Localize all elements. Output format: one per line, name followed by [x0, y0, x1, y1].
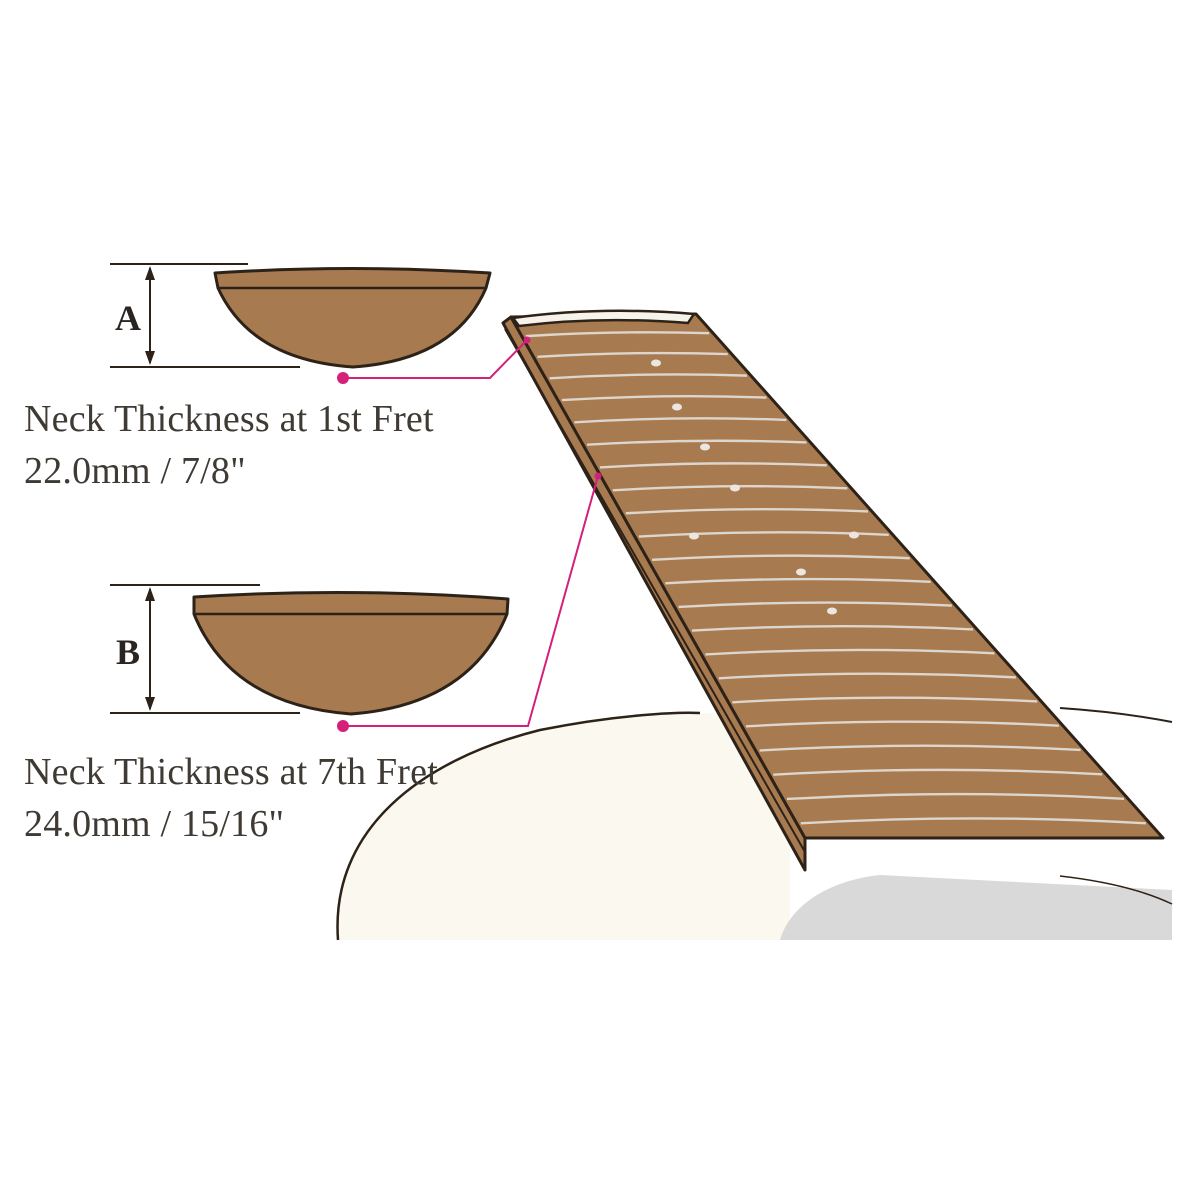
guitar-body-far-edge: [1059, 707, 1173, 723]
fret-wire: [786, 792, 1125, 801]
caption-1st-fret-title: Neck Thickness at 1st Fret: [24, 398, 434, 440]
marker-dot: [651, 359, 661, 367]
callout-7th-fret-line: [343, 475, 599, 727]
guitar-body: [337, 713, 790, 940]
callout-1st-fret: [337, 336, 531, 384]
dimension-b: B: [110, 584, 300, 714]
marker-dot: [796, 568, 806, 576]
callout-7th-fret: [337, 472, 602, 732]
callout-1st-fret-target: [523, 336, 531, 344]
dim-a-label: A: [115, 298, 141, 338]
fret-wire: [574, 417, 787, 424]
dim-b-arrow-up: [145, 587, 155, 601]
fret-wire: [718, 672, 1016, 680]
marker-dot: [672, 403, 682, 411]
marker-dot: [849, 531, 859, 539]
fret-wire: [625, 507, 869, 515]
cross-section-a: [213, 267, 492, 369]
caption-7th-fret-value: 24.0mm / 15/16": [24, 803, 285, 845]
guitar-body-shadow: [780, 875, 1172, 940]
dimension-a: A: [110, 263, 300, 368]
guitar-body-edge: [336, 711, 701, 941]
section-a-shape: [213, 267, 492, 369]
fret-wire: [759, 744, 1081, 752]
fret-wire: [705, 648, 995, 656]
frets: [525, 331, 1146, 825]
marker-dot: [700, 443, 710, 451]
fret-wire: [587, 439, 807, 446]
fret-wire: [665, 577, 931, 585]
fret-wire: [800, 817, 1146, 825]
fret-wire: [732, 696, 1038, 704]
fret-wire: [678, 601, 952, 609]
fret-wire: [612, 485, 848, 492]
dim-a-arrow-down: [145, 351, 155, 365]
fret-wire: [549, 373, 747, 380]
guitar-body-shadow-rim: [1059, 875, 1173, 905]
dim-b-arrow-down: [145, 697, 155, 711]
dim-a-arrow-up: [145, 266, 155, 280]
neck-side-seam: [504, 328, 806, 853]
callout-7th-fret-dot: [337, 720, 349, 732]
marker-dot: [730, 484, 740, 492]
fret-wire: [691, 624, 974, 632]
position-markers: [651, 359, 859, 615]
fret-wire: [773, 768, 1103, 776]
fret-wire: [745, 720, 1059, 728]
fret-wire: [561, 395, 767, 402]
section-b-shape: [192, 590, 510, 716]
marker-dot: [827, 607, 837, 615]
callout-1st-fret-line: [343, 339, 528, 379]
caption-1st-fret-value: 22.0mm / 7/8": [24, 450, 246, 492]
caption-7th-fret-title: Neck Thickness at 7th Fret: [24, 751, 438, 793]
nut: [510, 309, 697, 328]
dim-b-label: B: [116, 632, 140, 672]
fret-wire: [599, 462, 827, 469]
fret-wire: [525, 331, 710, 338]
cross-section-b: [192, 590, 510, 716]
marker-dot: [689, 532, 699, 540]
callout-7th-fret-target: [594, 472, 602, 480]
fret-wire: [537, 351, 728, 359]
fret-wire: [651, 554, 910, 562]
callout-1st-fret-dot: [337, 372, 349, 384]
